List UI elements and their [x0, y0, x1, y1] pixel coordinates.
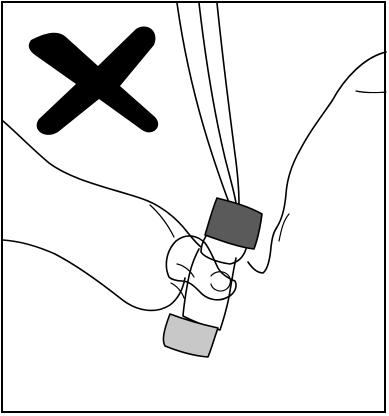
x-mark-shape: [29, 26, 158, 134]
thumbnail: [211, 272, 230, 291]
cloth-line-2: [199, 3, 236, 203]
finger-crease-3: [150, 205, 174, 237]
lower-arm-line: [3, 240, 185, 310]
bottle-body: [183, 249, 236, 330]
upper-arm-line: [3, 121, 201, 247]
bottle-bottom-cap: [163, 314, 218, 357]
bottle-cap: [205, 198, 262, 249]
cloth-edge: [248, 52, 386, 273]
hand: [3, 121, 236, 310]
cloth-line-3: [217, 3, 239, 204]
x-mark-icon: [29, 26, 158, 134]
cloth-fold: [356, 91, 386, 93]
